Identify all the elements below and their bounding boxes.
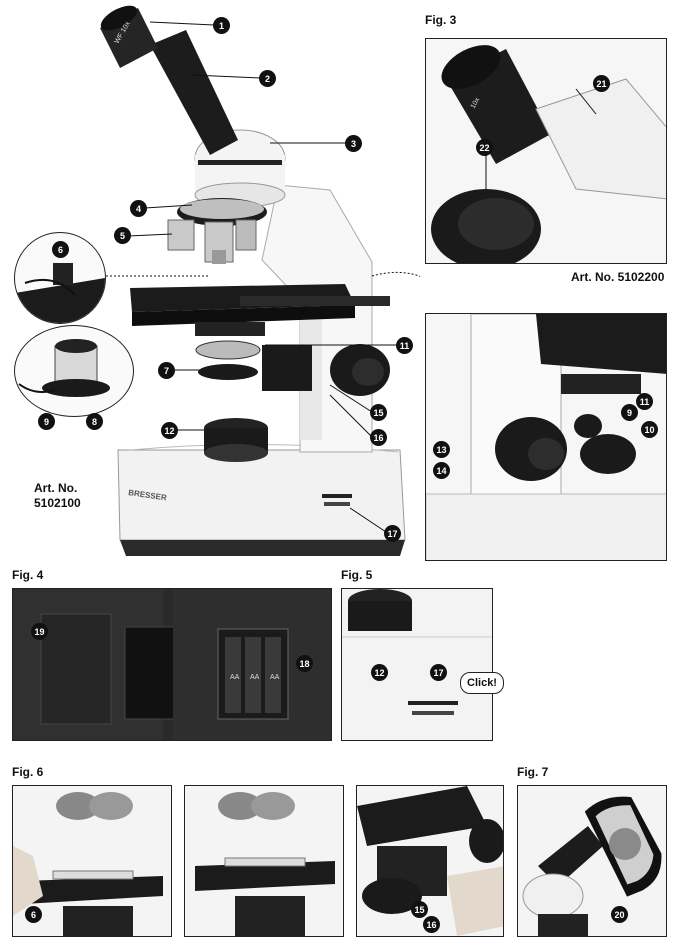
callout-14: 14: [433, 462, 450, 479]
fig3-panel: 10x: [425, 38, 667, 264]
callout-4: 4: [130, 200, 147, 217]
callout-22: 22: [476, 139, 493, 156]
fig4-drawing: AA AA AA: [13, 589, 331, 740]
art-number-label: Art. No.: [34, 481, 78, 495]
callout-12b: 12: [371, 664, 388, 681]
fig7-drawing: [522, 796, 662, 936]
main-microscope-illustration: WF 10x BRESSER: [0, 0, 463, 565]
fig6-drawing-3: [357, 786, 503, 936]
fig6-panel-3: [356, 785, 504, 937]
inset-stage-clip: [14, 232, 106, 324]
callout-16b: 16: [423, 916, 440, 933]
condenser-drawing: [18, 339, 110, 397]
callout-7: 7: [158, 362, 175, 379]
callout-2: 2: [259, 70, 276, 87]
callout-21: 21: [593, 75, 610, 92]
callout-17b: 17: [430, 664, 447, 681]
fig5-panel: [341, 588, 493, 741]
fig7-panel: [517, 785, 667, 937]
fig6-panel-1: [12, 785, 172, 937]
battery-label-2: AA: [250, 674, 260, 681]
art-number-main: Art. No. 5102100: [34, 481, 81, 511]
callout-9: 9: [38, 413, 55, 430]
callout-10: 10: [641, 421, 658, 438]
callout-17: 17: [384, 525, 401, 542]
callout-5: 5: [114, 227, 131, 244]
callout-11b: 11: [636, 393, 653, 410]
callout-16: 16: [370, 429, 387, 446]
microscope-drawing: WF 10x BRESSER: [94, 5, 463, 556]
art-number-value: 5102100: [34, 496, 81, 510]
fig6-panel-2: [184, 785, 344, 937]
stage-clip-drawing: [15, 263, 105, 323]
battery-label-1: AA: [230, 674, 240, 681]
fig3-drawing: 10x: [431, 45, 666, 263]
callout-11: 11: [396, 337, 413, 354]
callout-6: 6: [52, 241, 69, 258]
fig6-drawing-1: [13, 792, 163, 936]
inset-condenser: [14, 325, 134, 417]
callout-20: 20: [611, 906, 628, 923]
fig6-label: Fig. 6: [12, 765, 44, 779]
fig3-label: Fig. 3: [425, 13, 457, 27]
callout-15: 15: [370, 404, 387, 421]
click-label: Click!: [467, 677, 497, 689]
click-bubble: Click!: [460, 672, 504, 694]
fig3-eyepiece-marking: 10x: [470, 96, 482, 110]
art-number-fig3: Art. No. 5102200: [571, 270, 665, 284]
battery-label-3: AA: [270, 674, 280, 681]
callout-9b: 9: [621, 404, 638, 421]
callout-13: 13: [433, 441, 450, 458]
callout-19: 19: [31, 623, 48, 640]
focus-detail-panel: [425, 313, 667, 561]
focus-detail-drawing: [426, 314, 666, 560]
fig6-drawing-2: [195, 792, 335, 936]
callout-12: 12: [161, 422, 178, 439]
fig5-drawing: [342, 589, 492, 715]
callout-15b: 15: [411, 901, 428, 918]
callout-18: 18: [296, 655, 313, 672]
fig4-label: Fig. 4: [12, 568, 44, 582]
fig7-label: Fig. 7: [517, 765, 549, 779]
callout-8: 8: [86, 413, 103, 430]
callout-6b: 6: [25, 906, 42, 923]
fig4-panel: AA AA AA: [12, 588, 332, 741]
callout-3: 3: [345, 135, 362, 152]
fig5-label: Fig. 5: [341, 568, 373, 582]
callout-1: 1: [213, 17, 230, 34]
